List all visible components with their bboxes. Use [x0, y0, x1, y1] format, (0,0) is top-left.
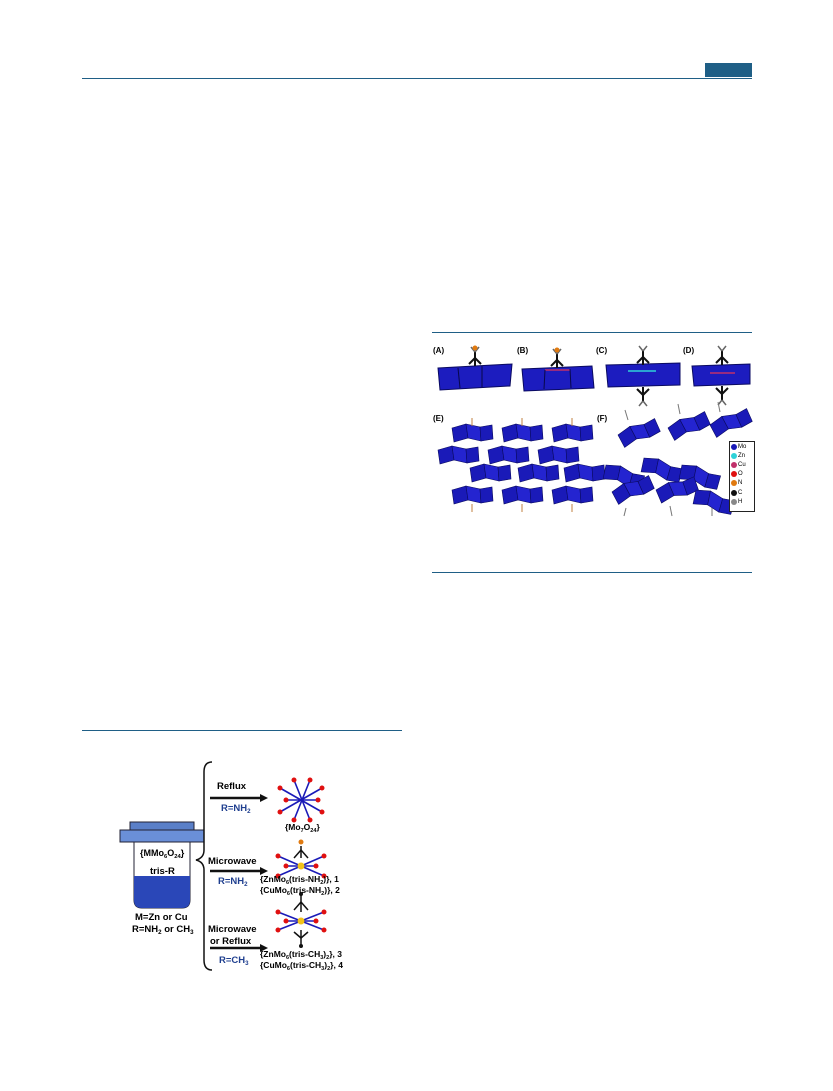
- route1-condition: Reflux: [217, 781, 247, 792]
- panel-label-c: (C): [596, 346, 608, 355]
- legend-item-h: H: [730, 497, 754, 506]
- route3-r-group: R=CH3: [219, 955, 249, 967]
- figure-structures: [437, 345, 754, 518]
- element-legend: Mo Zn Cu O N C H: [729, 441, 755, 512]
- figure-top-rule: [432, 332, 752, 333]
- packing-e: [437, 418, 606, 512]
- legend-item-o: O: [730, 470, 754, 479]
- cu-dot-icon: [731, 461, 737, 468]
- panel-label-d: (D): [683, 346, 695, 355]
- reaction-arrows: [210, 794, 268, 952]
- route2-r-group: R=NH2: [218, 876, 248, 888]
- tris-nh2-cluster: [275, 839, 327, 879]
- route3-product-2: {CuMo6(tris-CH3)2}, 4: [260, 960, 343, 972]
- route-brace: [195, 761, 213, 971]
- route1-product: {Mo7O24}: [285, 822, 320, 834]
- legend-item-zn: Zn: [730, 451, 754, 460]
- tris-ch3-cluster: [275, 892, 327, 948]
- panel-label-b: (B): [517, 346, 529, 355]
- structure-b: [521, 347, 595, 392]
- route3-condition-line2: or Reflux: [210, 936, 252, 947]
- scheme-graphics: [119, 761, 327, 971]
- packing-f: [600, 401, 754, 518]
- vessel-formula: {MMo6O24}: [140, 848, 185, 860]
- vessel-lid: [119, 829, 205, 843]
- figure-bottom-rule: [432, 572, 752, 573]
- h-dot-icon: [731, 498, 737, 505]
- mo7o24-cluster: [277, 777, 325, 823]
- c-dot-icon: [731, 489, 737, 496]
- route2-product-1: {ZnMo6(tris-NH2)}, 1: [260, 874, 339, 886]
- legend-item-c: C: [730, 488, 754, 497]
- legend-item-mo: Mo: [730, 442, 754, 451]
- mo-dot-icon: [731, 443, 737, 450]
- legend-item-cu: Cu: [730, 460, 754, 469]
- structure-c: [605, 345, 681, 407]
- metal-caption: M=Zn or Cu: [135, 912, 188, 923]
- structure-a: [437, 345, 513, 391]
- panel-label-f: (F): [597, 414, 608, 423]
- zn-dot-icon: [731, 452, 737, 459]
- route3-condition-line1: Microwave: [208, 924, 257, 935]
- n-dot-icon: [731, 480, 737, 487]
- o-dot-icon: [731, 471, 737, 478]
- scheme-top-rule: [82, 730, 402, 731]
- header-rule: [82, 78, 752, 79]
- vessel-ligand: tris-R: [150, 866, 175, 877]
- panel-label-e: (E): [433, 414, 444, 423]
- route2-product-2: {CuMo6(tris-NH2)}, 2: [260, 885, 340, 897]
- vessel-liquid: [134, 876, 190, 908]
- panel-label-a: (A): [433, 346, 445, 355]
- legend-item-n: N: [730, 479, 754, 488]
- route1-r-group: R=NH2: [221, 803, 251, 815]
- r-group-caption: R=NH2 or CH3: [132, 924, 194, 936]
- structure-d: [691, 345, 751, 406]
- route2-condition: Microwave: [208, 856, 257, 867]
- header-tab: [705, 63, 752, 77]
- route3-product-1: {ZnMo6(tris-CH3)2}, 3: [260, 949, 342, 961]
